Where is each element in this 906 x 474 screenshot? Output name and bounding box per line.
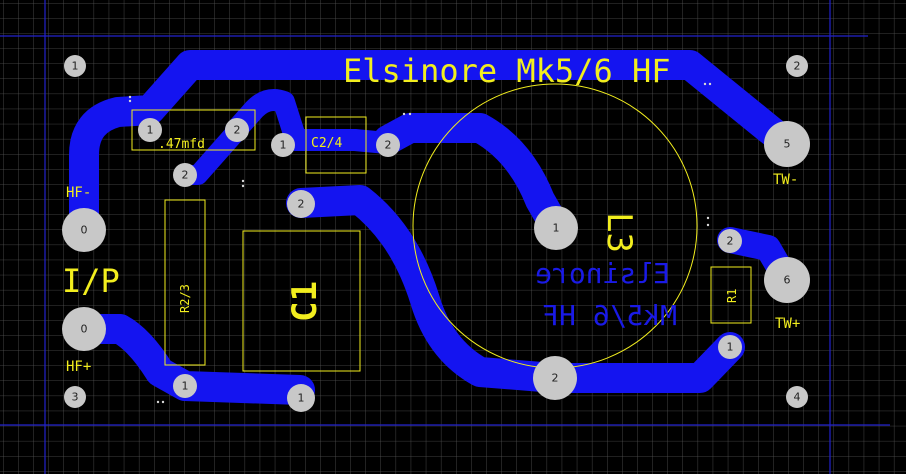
svg-text:1: 1 <box>147 124 154 137</box>
hf-plus-pad <box>62 307 106 351</box>
svg-text:1: 1 <box>182 380 189 393</box>
c2-4-pad-1 <box>271 133 295 157</box>
cap-047-label: .47mfd <box>158 137 205 152</box>
hf-minus-pad <box>62 208 106 252</box>
tw-plus-label: TW+ <box>775 316 800 332</box>
svg-text:0: 0 <box>81 323 88 336</box>
pad-numbers: 1 2 3 4 1 2 1 2 2 1 2 1 1 2 2 1 0 0 5 6 <box>72 60 801 405</box>
tw-minus-label: TW- <box>773 172 798 188</box>
mount-hole-2 <box>786 55 808 77</box>
r1-label: R1 <box>725 289 739 303</box>
cap-047-pad-1 <box>138 118 162 142</box>
mirrored-bottom-text: Elsinore Mk5/6 HF <box>535 257 677 332</box>
svg-text:1: 1 <box>553 222 560 235</box>
svg-text:2: 2 <box>552 372 559 385</box>
r2-3-pad-1 <box>173 374 197 398</box>
r1-pad-1 <box>718 335 742 359</box>
c1-pad-2 <box>287 190 315 218</box>
svg-text:1: 1 <box>727 341 734 354</box>
mount-hole-3 <box>64 386 86 408</box>
cap-047-outline <box>131 109 256 151</box>
l3-pad-1 <box>534 206 578 250</box>
svg-text:0: 0 <box>81 224 88 237</box>
tw-plus-pad <box>764 257 810 303</box>
mirrored-title-line2: Mk5/6 HF <box>542 299 677 332</box>
svg-text:1: 1 <box>280 139 287 152</box>
svg-text:2: 2 <box>727 235 734 248</box>
c1-outline <box>242 230 361 372</box>
silk-dots <box>128 82 712 404</box>
l3-pad-2 <box>533 356 577 400</box>
input-label: I/P <box>62 262 120 300</box>
svg-text:2: 2 <box>794 60 801 73</box>
r2-3-pad-2 <box>173 163 197 187</box>
tw-minus-pad <box>764 121 810 167</box>
pads <box>62 55 810 412</box>
svg-text:5: 5 <box>784 138 791 151</box>
hf-minus-label: HF- <box>66 185 91 201</box>
r1-pad-2 <box>718 229 742 253</box>
c1-pad-1 <box>287 384 315 412</box>
svg-text:4: 4 <box>794 391 801 404</box>
r2-3-label: R2/3 <box>178 284 192 313</box>
mount-hole-1 <box>64 55 86 77</box>
c2-4-label: C2/4 <box>311 136 342 151</box>
board-title: Elsinore Mk5/6 HF <box>343 52 671 90</box>
svg-text:6: 6 <box>784 274 791 287</box>
c1-label: C1 <box>285 281 325 322</box>
svg-text:1: 1 <box>72 60 79 73</box>
svg-text:2: 2 <box>298 198 305 211</box>
svg-text:3: 3 <box>72 391 79 404</box>
mount-hole-4 <box>786 386 808 408</box>
cap-047-pad-2 <box>225 118 249 142</box>
c2-4-pad-2 <box>376 133 400 157</box>
l3-label: L3 <box>599 212 639 253</box>
r1-outline <box>710 266 752 324</box>
svg-text:2: 2 <box>385 139 392 152</box>
svg-text:2: 2 <box>234 124 241 137</box>
svg-text:2: 2 <box>182 169 189 182</box>
svg-text:1: 1 <box>298 392 305 405</box>
hf-plus-label: HF+ <box>66 359 91 375</box>
c2-4-outline <box>305 116 367 174</box>
r2-3-outline <box>164 199 206 366</box>
mirrored-title-line1: Elsinore <box>535 257 670 290</box>
